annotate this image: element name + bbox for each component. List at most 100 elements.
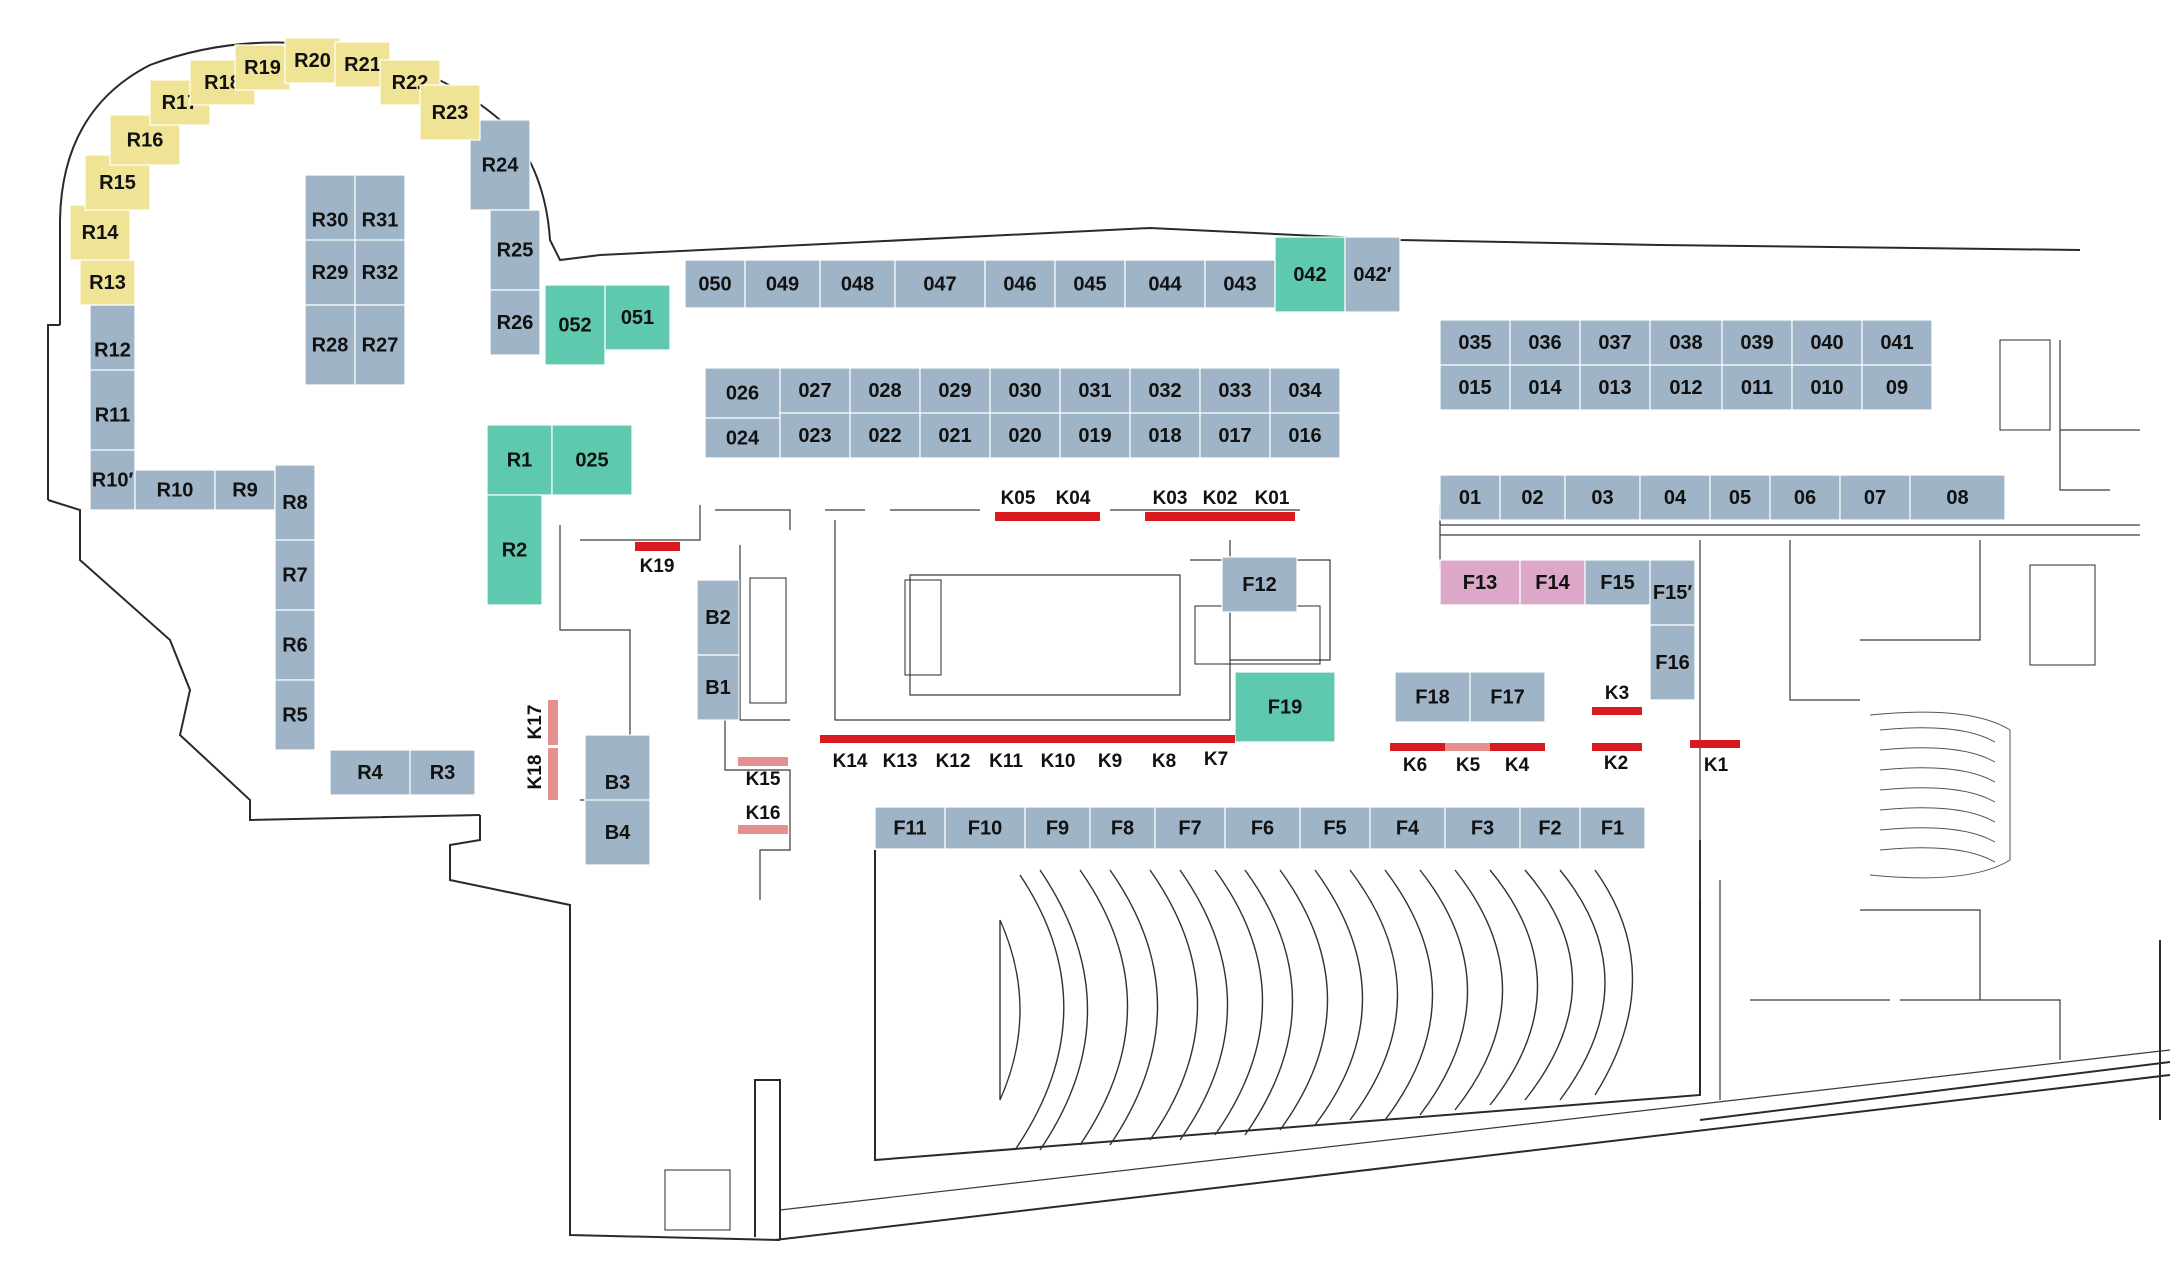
booth-020[interactable] — [989, 412, 1061, 459]
booth-b1[interactable] — [696, 654, 740, 721]
booth-f17[interactable] — [1469, 671, 1546, 723]
kiosk-k7[interactable] — [1190, 735, 1235, 743]
booth-r23[interactable] — [419, 84, 481, 141]
booth-r28[interactable] — [304, 304, 356, 386]
booth-042[interactable] — [1274, 236, 1346, 313]
booth-05[interactable] — [1709, 474, 1771, 521]
booth-r10[interactable] — [134, 469, 216, 511]
kiosk-k01[interactable] — [1250, 512, 1295, 521]
booth-f12[interactable] — [1221, 556, 1298, 613]
booth-f18[interactable] — [1394, 671, 1471, 723]
kiosk-k15[interactable] — [738, 757, 788, 766]
booth-02[interactable] — [1499, 474, 1566, 521]
booth-r11[interactable] — [89, 369, 136, 461]
kiosk-k8[interactable] — [1135, 735, 1190, 743]
booth-f2[interactable] — [1519, 806, 1581, 850]
booth-026[interactable] — [704, 367, 781, 419]
booth-04[interactable] — [1639, 474, 1711, 521]
kiosk-k5[interactable] — [1445, 743, 1490, 751]
booth-f3[interactable] — [1444, 806, 1521, 850]
booth-018[interactable] — [1129, 412, 1201, 459]
booth-r4[interactable] — [329, 749, 411, 796]
booth-r9[interactable] — [214, 469, 276, 511]
kiosk-k13[interactable] — [875, 735, 930, 743]
booth-f1[interactable] — [1579, 806, 1646, 850]
kiosk-k16[interactable] — [738, 825, 788, 834]
booth-f8[interactable] — [1089, 806, 1156, 850]
booth-013[interactable] — [1579, 364, 1651, 411]
booth-09[interactable] — [1861, 364, 1933, 411]
kiosk-k02[interactable] — [1200, 512, 1250, 521]
booth-035[interactable] — [1439, 319, 1511, 366]
booth-039[interactable] — [1721, 319, 1793, 366]
booth-045[interactable] — [1054, 259, 1126, 309]
booth-f7[interactable] — [1154, 806, 1226, 850]
kiosk-k05[interactable] — [995, 512, 1050, 521]
booth-038[interactable] — [1649, 319, 1723, 366]
booth-031[interactable] — [1059, 367, 1131, 414]
kiosk-k2[interactable] — [1592, 743, 1642, 751]
booth-r26[interactable] — [489, 289, 541, 356]
booth-044[interactable] — [1124, 259, 1206, 309]
booth-b4[interactable] — [584, 799, 651, 866]
kiosk-k1[interactable] — [1690, 740, 1740, 748]
booth-043[interactable] — [1204, 259, 1276, 309]
booth-017[interactable] — [1199, 412, 1271, 459]
booth-047[interactable] — [894, 259, 986, 309]
booth-011[interactable] — [1721, 364, 1793, 411]
booth-048[interactable] — [819, 259, 896, 309]
booth-052[interactable] — [544, 284, 606, 366]
booth-06[interactable] — [1769, 474, 1841, 521]
booth-f6[interactable] — [1224, 806, 1301, 850]
kiosk-k17[interactable] — [548, 700, 558, 745]
kiosk-k04[interactable] — [1050, 512, 1100, 521]
booth-07[interactable] — [1839, 474, 1911, 521]
booth-033[interactable] — [1199, 367, 1271, 414]
kiosk-k14[interactable] — [820, 735, 875, 743]
booth-010[interactable] — [1791, 364, 1863, 411]
booth-f11[interactable] — [874, 806, 946, 850]
booth-r7[interactable] — [274, 539, 316, 611]
booth-f19[interactable] — [1234, 671, 1336, 743]
booth-016[interactable] — [1269, 412, 1341, 459]
booth-040[interactable] — [1791, 319, 1863, 366]
booth-022[interactable] — [849, 412, 921, 459]
booth-019[interactable] — [1059, 412, 1131, 459]
kiosk-k9[interactable] — [1085, 735, 1140, 743]
booth-r5[interactable] — [274, 679, 316, 751]
booth-f4[interactable] — [1369, 806, 1446, 850]
booth-03[interactable] — [1564, 474, 1641, 521]
kiosk-k4[interactable] — [1490, 743, 1545, 751]
booth-b2[interactable] — [696, 579, 740, 656]
kiosk-k03[interactable] — [1145, 512, 1200, 521]
booth-f9[interactable] — [1024, 806, 1091, 850]
booth-030[interactable] — [989, 367, 1061, 414]
booth-015[interactable] — [1439, 364, 1511, 411]
booth-041[interactable] — [1861, 319, 1933, 366]
booth-r14[interactable] — [69, 204, 131, 261]
booth-f16[interactable] — [1649, 624, 1696, 701]
kiosk-k6[interactable] — [1390, 743, 1445, 751]
booth-023[interactable] — [779, 412, 851, 459]
booth-042-prime[interactable] — [1344, 236, 1401, 313]
kiosk-k19[interactable] — [635, 542, 680, 551]
booth-046[interactable] — [984, 259, 1056, 309]
booth-f10[interactable] — [944, 806, 1026, 850]
kiosk-k18[interactable] — [548, 748, 558, 800]
booth-f5[interactable] — [1299, 806, 1371, 850]
booth-051[interactable] — [604, 284, 671, 351]
booth-028[interactable] — [849, 367, 921, 414]
booth-f15[interactable] — [1584, 559, 1651, 606]
kiosk-k11[interactable] — [978, 735, 1033, 743]
booth-01[interactable] — [1439, 474, 1501, 521]
booth-049[interactable] — [744, 259, 821, 309]
kiosk-k3[interactable] — [1592, 707, 1642, 715]
kiosk-k12[interactable] — [925, 735, 980, 743]
booth-050[interactable] — [684, 259, 746, 309]
booth-r3[interactable] — [409, 749, 476, 796]
booth-025[interactable] — [551, 424, 633, 496]
booth-08[interactable] — [1909, 474, 2006, 521]
booth-r19[interactable] — [234, 44, 291, 91]
booth-f15-prime[interactable] — [1649, 559, 1696, 626]
booth-r32[interactable] — [354, 239, 406, 306]
